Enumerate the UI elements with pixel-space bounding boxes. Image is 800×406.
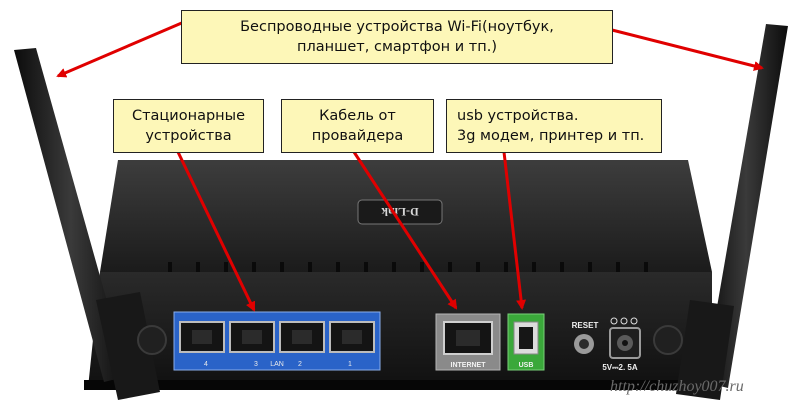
- cable-callout-line-1: Кабель от: [319, 108, 396, 124]
- provider-cable-callout: Кабель от провайдера: [281, 99, 434, 153]
- lan-port-2-label: 2: [298, 361, 302, 368]
- stationary-callout-line-1: Стационарные: [131, 108, 246, 124]
- watermark-url: http://chuzhoy007.ru: [610, 378, 744, 395]
- lan-port-2[interactable]: [279, 321, 325, 353]
- right-antenna: [653, 24, 788, 400]
- usb-port[interactable]: [513, 321, 539, 355]
- brand-logo: D-Link: [381, 205, 419, 219]
- lan-port-3-label: 3: [254, 361, 258, 368]
- usb-callout-line-1: usb устройства.: [457, 108, 579, 124]
- reset-label: RESET: [572, 321, 599, 330]
- usb-label: USB: [519, 362, 534, 369]
- pointer-arrows: [56, 20, 764, 312]
- internet-label: INTERNET: [451, 362, 487, 369]
- lan-port-1-label: 1: [348, 361, 352, 368]
- vent-slots: [168, 262, 648, 273]
- left-antenna: [14, 48, 167, 400]
- lan-label: LAN: [270, 361, 284, 368]
- usb-devices-callout: usb устройства. 3g модем, принтер и тп.: [446, 99, 662, 153]
- lan-port-4-label: 4: [204, 361, 208, 368]
- polarity-icon: [610, 317, 638, 325]
- stationary-callout-line-2: устройства: [145, 128, 232, 144]
- lan-port-3[interactable]: [229, 321, 275, 353]
- internet-port[interactable]: [443, 321, 493, 355]
- lan-ports: [179, 321, 375, 353]
- power-label: 5V⎓2. 5A: [602, 363, 638, 372]
- cable-callout-line-2: провайдера: [311, 128, 404, 144]
- wifi-devices-callout: Беспроводные устройства Wi-Fi(ноутбук, п…: [181, 10, 613, 64]
- reset-button[interactable]: [574, 334, 594, 354]
- stationary-devices-callout: Стационарные устройства: [113, 99, 264, 153]
- lan-port-4[interactable]: [179, 321, 225, 353]
- power-jack[interactable]: [609, 327, 641, 359]
- usb-callout-line-2: 3g модем, принтер и тп.: [457, 128, 645, 144]
- wifi-callout-line-1: Беспроводные устройства Wi-Fi(ноутбук,: [240, 19, 554, 35]
- lan-port-1[interactable]: [329, 321, 375, 353]
- wifi-callout-line-2: планшет, смартфон и тп.): [297, 39, 497, 55]
